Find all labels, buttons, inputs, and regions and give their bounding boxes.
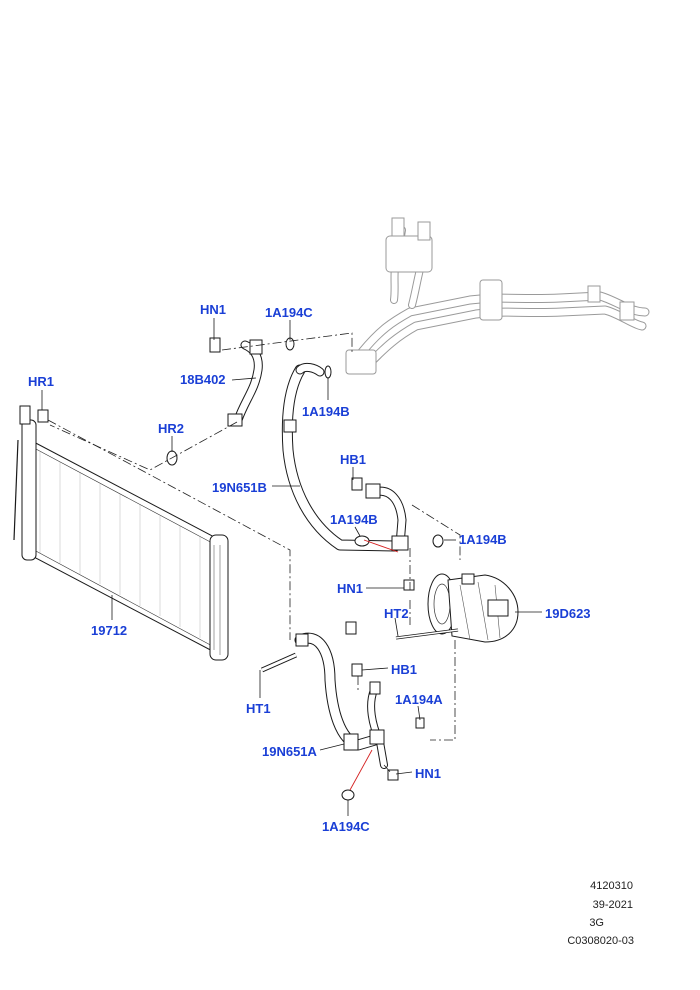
footer-ref-4: C0308020-03 [567, 935, 634, 947]
assembly-lines [47, 332, 461, 775]
footer-ref-1: 4120310 [590, 880, 633, 892]
callout-hn1-mid: HN1 [337, 581, 364, 596]
indicator-line-lower [349, 749, 373, 791]
callout-hb1-lower: HB1 [391, 662, 418, 677]
fasteners [209, 337, 459, 781]
callout-hn1-bottom: HN1 [415, 766, 442, 781]
indicator-line-upper [363, 539, 399, 553]
callout-1a194c-top: 1A194C [265, 305, 313, 320]
callout-hr1: HR1 [28, 374, 55, 389]
callout-19n651a: 19N651A [262, 744, 317, 759]
callout-18b402: 18B402 [180, 372, 226, 387]
callout-1a194b-right: 1A194B [459, 532, 507, 547]
callout-hb1-upper: HB1 [340, 452, 367, 467]
callout-hr2: HR2 [158, 421, 185, 436]
callout-ht2: HT2 [384, 606, 409, 621]
footer-ref-2: 39-2021 [592, 899, 633, 911]
pipe-19N651A [294, 632, 388, 769]
pipe-19N651B [281, 362, 409, 552]
callout-19d623: 19D623 [545, 606, 591, 621]
compressor-19D623 [427, 573, 519, 643]
callout-19712: 19712 [91, 623, 128, 638]
callout-ht1: HT1 [246, 701, 271, 716]
callout-hn1-top: HN1 [200, 302, 227, 317]
background-pipework [345, 217, 650, 375]
condenser-19712 [13, 405, 229, 661]
callout-19n651b: 19N651B [212, 480, 267, 495]
callout-1a194b-mid: 1A194B [330, 512, 378, 527]
callout-1a194c-bottom: 1A194C [322, 819, 370, 834]
callout-1a194a: 1A194A [395, 692, 443, 707]
leader-lines [41, 318, 542, 816]
callout-1a194b-upper: 1A194B [302, 404, 350, 419]
footer-ref-3: 3G [589, 917, 604, 929]
